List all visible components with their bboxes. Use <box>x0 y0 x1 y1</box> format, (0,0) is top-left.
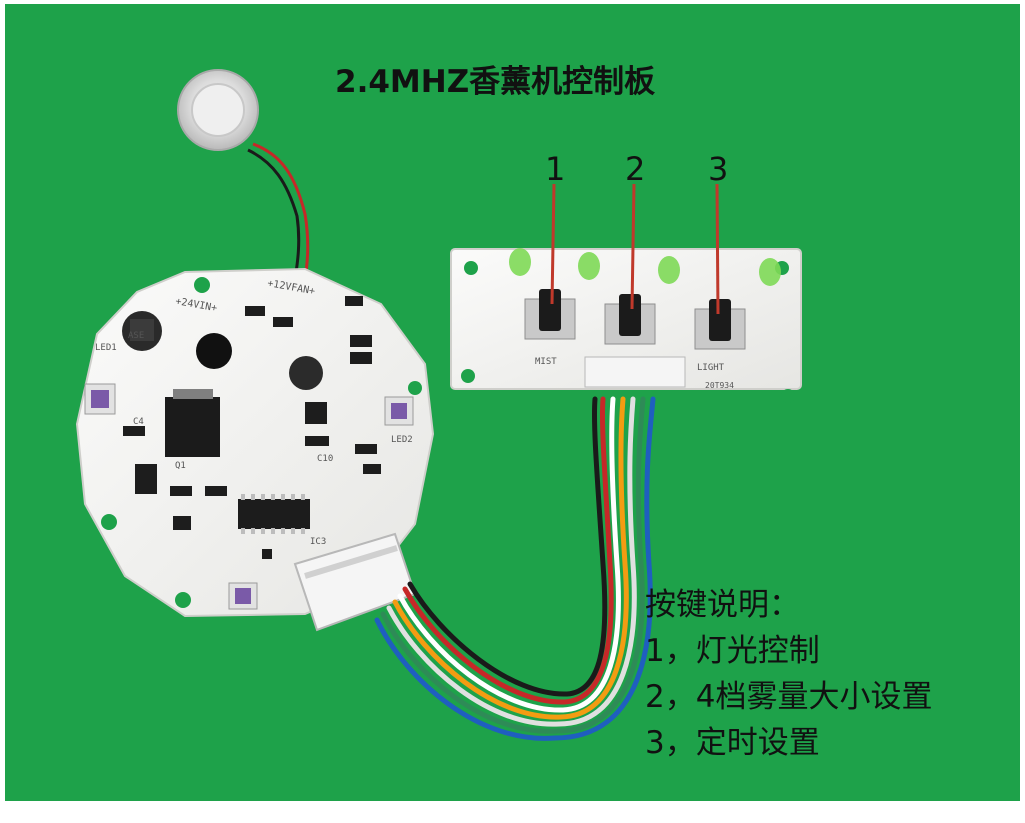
svg-text:LED2: LED2 <box>391 435 413 445</box>
atomizer-disc <box>177 69 310 280</box>
svg-text:LED1: LED1 <box>95 343 117 353</box>
product-photo: ASE <box>75 69 802 741</box>
button-number-3: 3 <box>708 150 729 188</box>
button-board: MIST LIGHT 20T934 <box>450 248 802 403</box>
svg-text:20T934: 20T934 <box>705 381 734 390</box>
legend-item-1: 1，灯光控制 <box>645 633 820 669</box>
wire-harness <box>374 396 656 741</box>
photo-frame: ASE <box>5 4 1020 801</box>
svg-text:MIST: MIST <box>535 357 557 367</box>
svg-text:LIGHT: LIGHT <box>697 363 725 373</box>
main-control-board: ASE <box>75 267 435 618</box>
svg-text:Q1: Q1 <box>175 461 186 471</box>
legend-heading: 按键说明： <box>645 587 800 623</box>
svg-text:ASE: ASE <box>128 331 144 341</box>
button-legend: 按键说明： 1，灯光控制 2，4档雾量大小设置 3，定时设置 <box>645 582 932 766</box>
svg-text:C4: C4 <box>133 417 144 427</box>
legend-item-3: 3，定时设置 <box>645 725 820 761</box>
tactile-switches <box>524 289 746 350</box>
svg-text:C10: C10 <box>317 454 333 464</box>
indicator-leds <box>509 248 781 286</box>
svg-text:IC3: IC3 <box>310 537 326 547</box>
page-title: 2.4MHZ香薰机控制板 <box>335 64 656 100</box>
legend-item-2: 2，4档雾量大小设置 <box>645 679 933 715</box>
button-number-1: 1 <box>545 150 566 188</box>
button-number-2: 2 <box>625 150 646 188</box>
button-pointers <box>550 183 720 315</box>
